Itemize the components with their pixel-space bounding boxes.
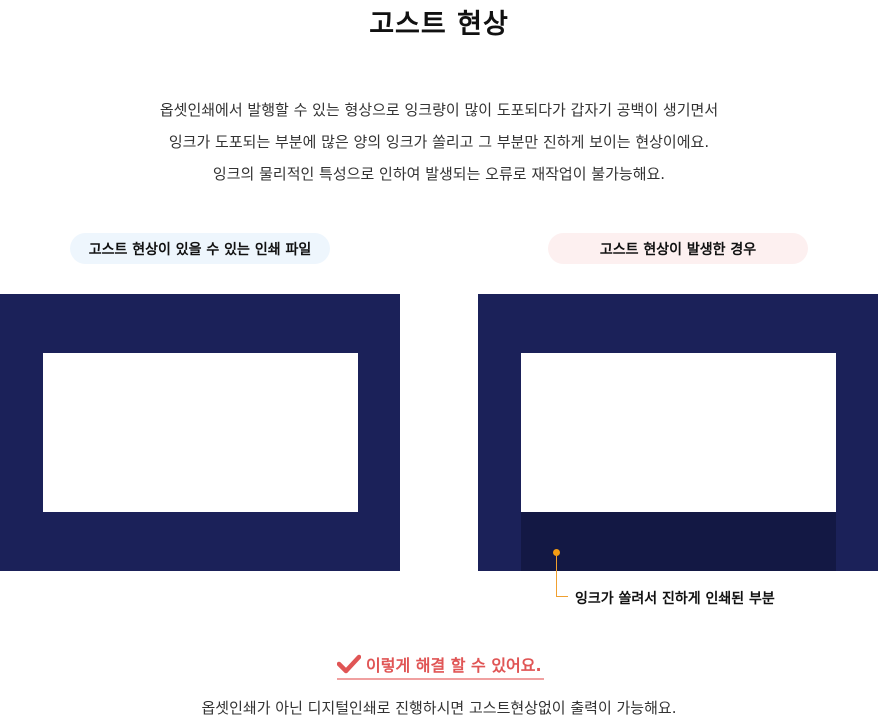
check-icon: [337, 654, 361, 674]
annotation-label: 잉크가 쏠려서 진하게 인쇄된 부분: [575, 591, 775, 607]
right-example-label: 고스트 현상이 발생한 경우: [548, 233, 808, 264]
description: 옵셋인쇄에서 발행할 수 있는 형상으로 잉크량이 많이 도포되다가 갑자기 공…: [0, 94, 878, 190]
annotation-marker-dot: [553, 549, 560, 556]
right-example-panel: [478, 294, 878, 571]
page-title: 고스트 현상: [369, 9, 509, 40]
right-example-blank-area: [521, 353, 836, 512]
footer-note: 옵셋인쇄가 아닌 디지털인쇄로 진행하시면 고스트현상없이 출력이 가능해요.: [201, 699, 677, 717]
left-example-label: 고스트 현상이 있을 수 있는 인쇄 파일: [70, 233, 330, 264]
solution-text: 이렇게 해결 할 수 있어요.: [366, 656, 542, 675]
description-line-3: 잉크의 물리적인 특성으로 인하여 발생되는 오류로 재작업이 불가능해요.: [212, 165, 666, 183]
left-example-blank-area: [43, 353, 358, 512]
solution-heading: 이렇게 해결 할 수 있어요.: [337, 652, 544, 680]
left-example-panel: [0, 294, 400, 571]
annotation-leader-line: [556, 556, 568, 597]
description-line-2: 잉크가 도포되는 부분에 많은 양의 잉크가 쏠리고 그 부분만 진하게 보이는…: [168, 133, 710, 151]
ghost-dark-band: [521, 512, 836, 571]
description-line-1: 옵셋인쇄에서 발행할 수 있는 형상으로 잉크량이 많이 도포되다가 갑자기 공…: [159, 101, 719, 119]
